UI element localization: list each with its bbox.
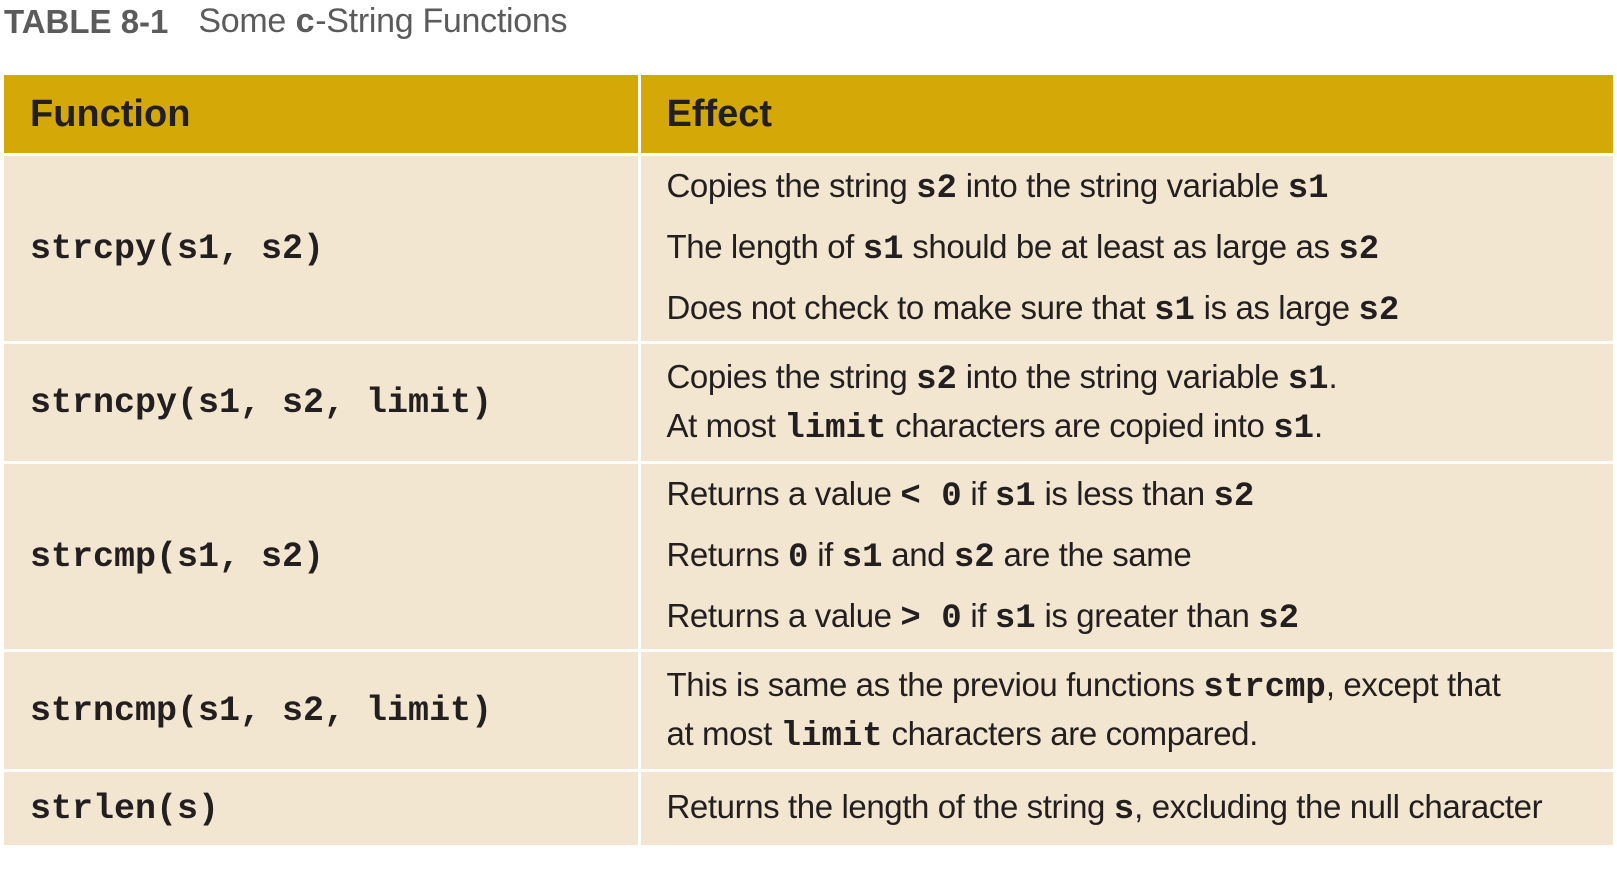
effect-line: Returns a value > 0 if s1 is greater tha… bbox=[666, 597, 1300, 638]
function-cell: strncpy(s1, s2, limit) bbox=[4, 341, 641, 463]
code-term: limit bbox=[780, 717, 883, 756]
code-term: s1 bbox=[841, 539, 883, 577]
code-term: s1 bbox=[1154, 292, 1195, 330]
code-term: s2 bbox=[1338, 231, 1380, 269]
function-cell: strlen(s) bbox=[4, 769, 641, 845]
code-term: limit bbox=[784, 409, 887, 448]
effect-cell: Returns a value < 0 if s1 is less than s… bbox=[639, 461, 1613, 651]
table-number: TABLE 8-1 bbox=[4, 3, 169, 40]
effect-line: Copies the string s2 into the string var… bbox=[666, 167, 1329, 208]
effect-cell: Copies the string s2 into the string var… bbox=[639, 153, 1613, 343]
function-cell: strncmp(s1, s2, limit) bbox=[4, 649, 641, 771]
effect-line: At most limit characters are copied into… bbox=[666, 406, 1324, 448]
header-function: Function bbox=[4, 75, 641, 155]
code-term: strcmp bbox=[1203, 668, 1326, 707]
code-term: s1 bbox=[1287, 360, 1329, 399]
header-row: Function Effect bbox=[4, 75, 1613, 155]
effect-line: The length of s1 should be at least as l… bbox=[666, 228, 1380, 269]
effect-line: Returns a value < 0 if s1 is less than s… bbox=[666, 475, 1255, 516]
effect-line: Does not check to make sure that s1 is a… bbox=[666, 289, 1400, 330]
header-effect: Effect bbox=[639, 75, 1613, 155]
effect-cell: Returns the length of the string s, excl… bbox=[639, 769, 1613, 845]
code-term: s2 bbox=[1213, 478, 1255, 516]
table-row: strncmp(s1, s2, limit) This is same as t… bbox=[4, 649, 1613, 771]
table-title-prefix: Some bbox=[198, 1, 296, 40]
table-title: Some c-String Functions bbox=[198, 2, 567, 43]
code-term: s2 bbox=[1258, 600, 1299, 638]
table-title-code: c bbox=[295, 4, 316, 43]
code-term: s2 bbox=[1358, 292, 1400, 330]
code-term: s1 bbox=[994, 600, 1036, 638]
table-title-suffix: -String Functions bbox=[315, 1, 568, 40]
code-term: s2 bbox=[916, 360, 957, 399]
table-caption: TABLE 8-1 Some c-String Functions bbox=[4, 0, 567, 44]
code-term: s1 bbox=[1287, 170, 1329, 208]
code-term: 0 bbox=[788, 539, 809, 577]
effect-line: at most limit characters are compared. bbox=[666, 714, 1259, 756]
effect-cell: Copies the string s2 into the string var… bbox=[639, 341, 1613, 463]
effect-cell: This is same as the previou functions st… bbox=[639, 649, 1613, 771]
c-string-functions-table: Function Effect strcpy(s1, s2) Copies th… bbox=[4, 75, 1613, 845]
effect-line: Returns 0 if s1 and s2 are the same bbox=[666, 536, 1192, 577]
code-term: s1 bbox=[1273, 409, 1315, 448]
table-row: strcpy(s1, s2) Copies the string s2 into… bbox=[4, 153, 1613, 343]
effect-line: Copies the string s2 into the string var… bbox=[666, 357, 1338, 399]
effect-line: This is same as the previou functions st… bbox=[666, 665, 1501, 707]
table-row: strncpy(s1, s2, limit) Copies the string… bbox=[4, 341, 1613, 463]
function-cell: strcpy(s1, s2) bbox=[4, 153, 641, 343]
code-term: s1 bbox=[994, 478, 1036, 516]
code-term: s2 bbox=[916, 170, 957, 208]
code-term: < 0 bbox=[900, 478, 962, 516]
table-row: strlen(s) Returns the length of the stri… bbox=[4, 769, 1613, 845]
code-term: > 0 bbox=[900, 600, 962, 638]
code-term: s1 bbox=[862, 231, 904, 269]
code-term: s bbox=[1113, 791, 1135, 829]
function-cell: strcmp(s1, s2) bbox=[4, 461, 641, 651]
table-row: strcmp(s1, s2) Returns a value < 0 if s1… bbox=[4, 461, 1613, 651]
code-term: s2 bbox=[953, 539, 995, 577]
effect-line: Returns the length of the string s, excl… bbox=[666, 788, 1543, 829]
